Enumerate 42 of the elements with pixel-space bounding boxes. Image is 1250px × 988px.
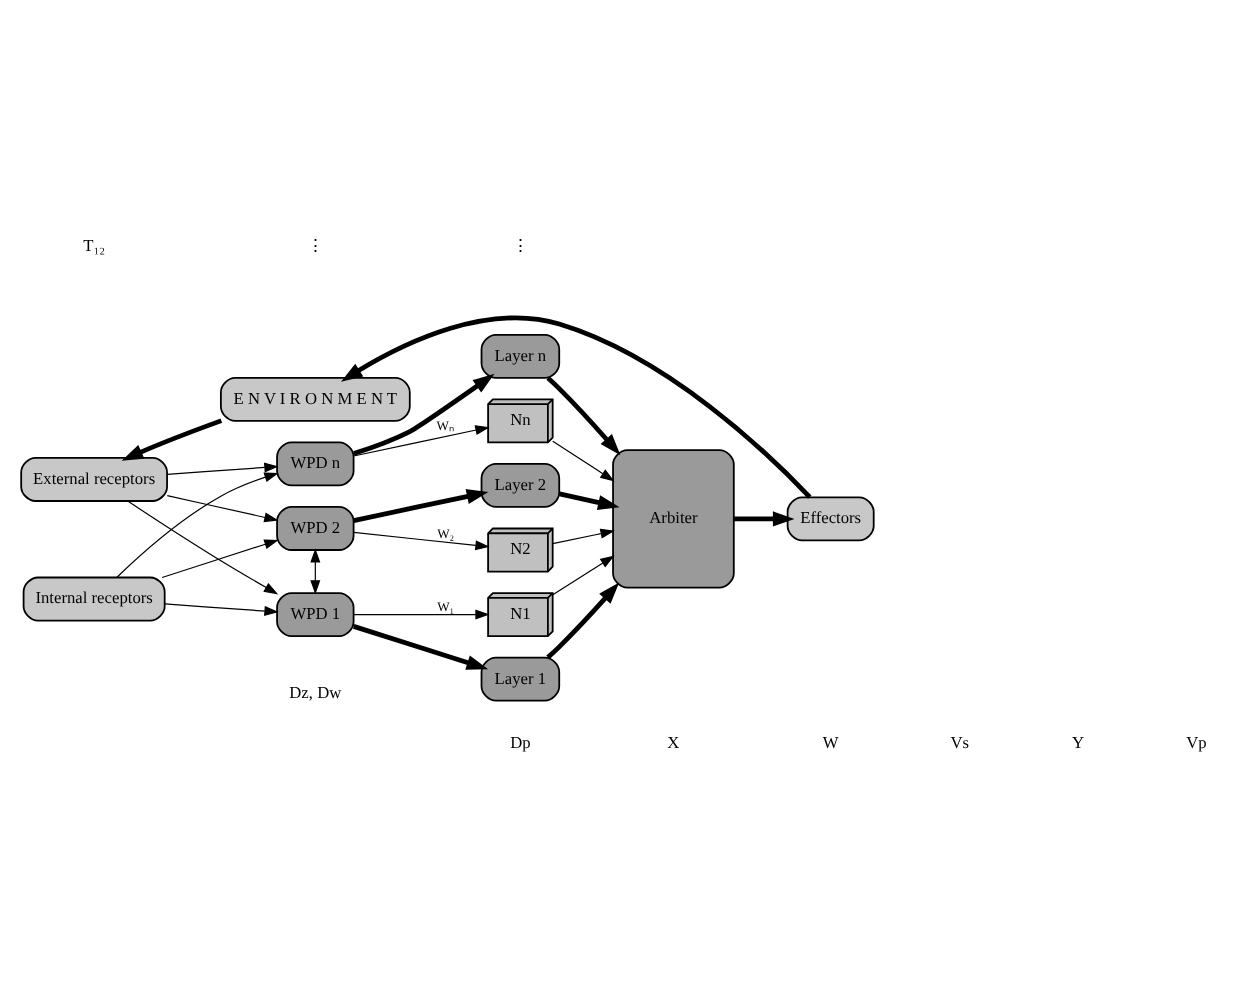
arrow [164,602,279,616]
arrow [121,417,224,460]
label: Vs [950,733,970,752]
arrow [352,623,489,669]
node-box: External receptors [20,456,168,501]
label: Vp [1186,733,1207,752]
label: ⋮ [512,235,529,254]
node-box: WPD 2 [276,505,355,550]
label: W [822,733,839,752]
arrow [127,499,279,594]
arrow [353,424,490,456]
arrow [310,547,321,594]
arrow [166,461,279,474]
arrow [546,375,621,455]
node-box: Layer 2 [480,462,561,507]
label: T₁₂ [83,235,106,254]
arrow [559,490,620,509]
arrow [353,608,490,619]
node-box: Layer n [480,332,561,378]
arrow [353,488,489,522]
node-box: Arbiter [612,448,735,588]
label: Dz, Dw [289,682,342,701]
arrow [353,530,490,550]
arrow [116,471,279,578]
node-box: Effectors [786,495,875,541]
arrow [166,493,279,522]
label: Dp [510,733,531,752]
node-box: WPD n [276,440,355,486]
arrow [552,554,615,595]
arrow [734,510,795,526]
label: ⋮ [307,235,324,254]
label: Y [1072,733,1085,752]
label: X [667,733,680,752]
arrow [552,439,615,481]
node-box: WPD 1 [276,591,355,636]
arrow [341,314,812,498]
node-box: Internal receptors [22,575,166,621]
arrow [161,538,279,578]
arrow [353,372,495,455]
node-box: Layer 1 [480,655,561,701]
arrow [552,527,615,544]
node-box: E N V I R O N M E N T [219,375,411,421]
